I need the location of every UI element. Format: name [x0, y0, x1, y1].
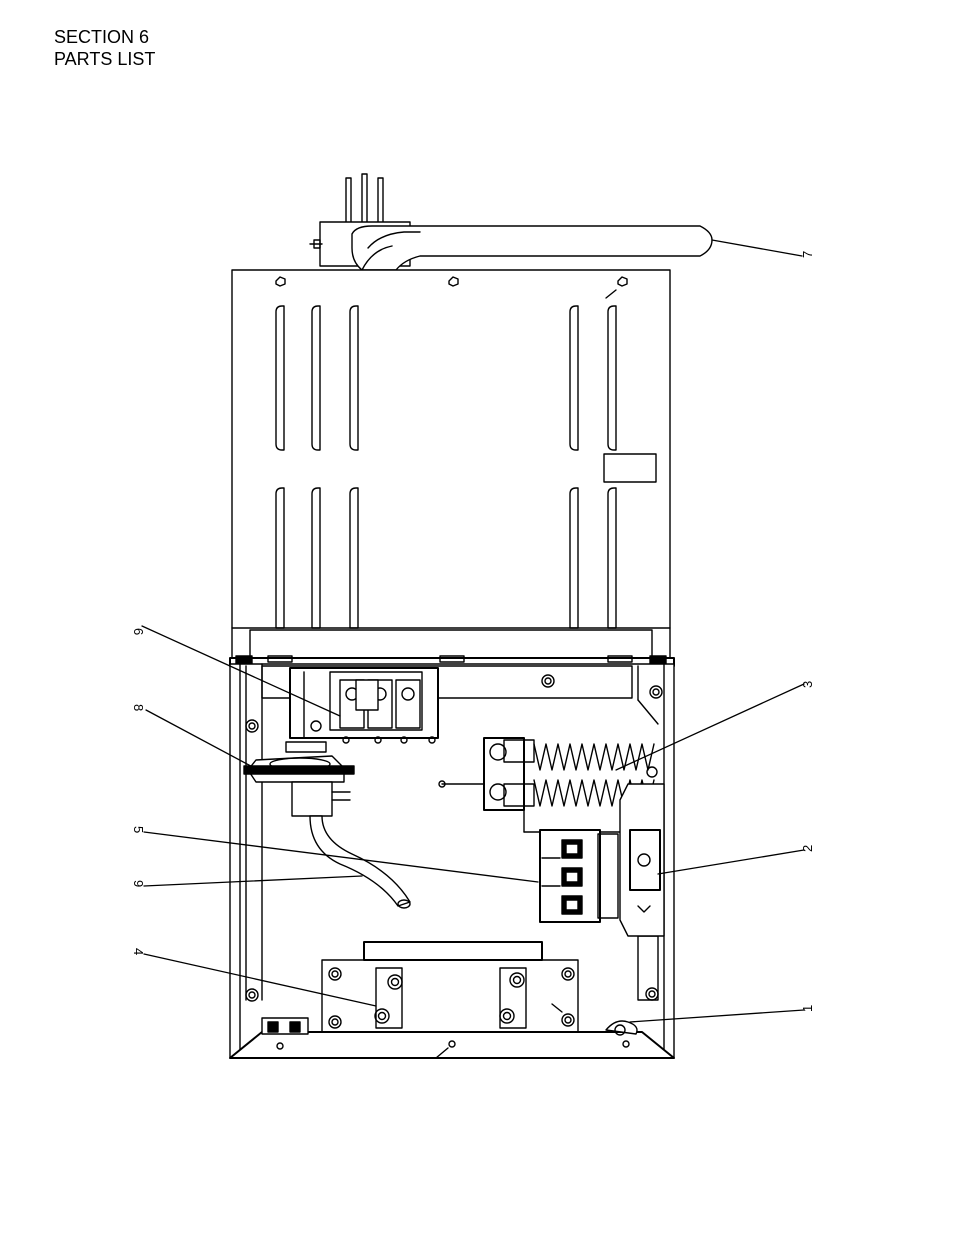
plug-tube-assembly	[310, 174, 712, 270]
callout-9: 9	[131, 880, 146, 887]
terminal-block	[290, 668, 438, 743]
callout-2: 2	[800, 845, 815, 852]
callout-4: 4	[131, 948, 146, 955]
callout-3: 3	[800, 681, 815, 688]
callout-1: 1	[800, 1005, 815, 1012]
callout-7: 7	[800, 251, 815, 258]
callout-6: 6	[131, 628, 146, 635]
callout-5: 5	[131, 826, 146, 833]
top-cover-panel	[232, 270, 670, 662]
thermostat-bracket	[620, 784, 664, 936]
callout-8: 8	[131, 704, 146, 711]
